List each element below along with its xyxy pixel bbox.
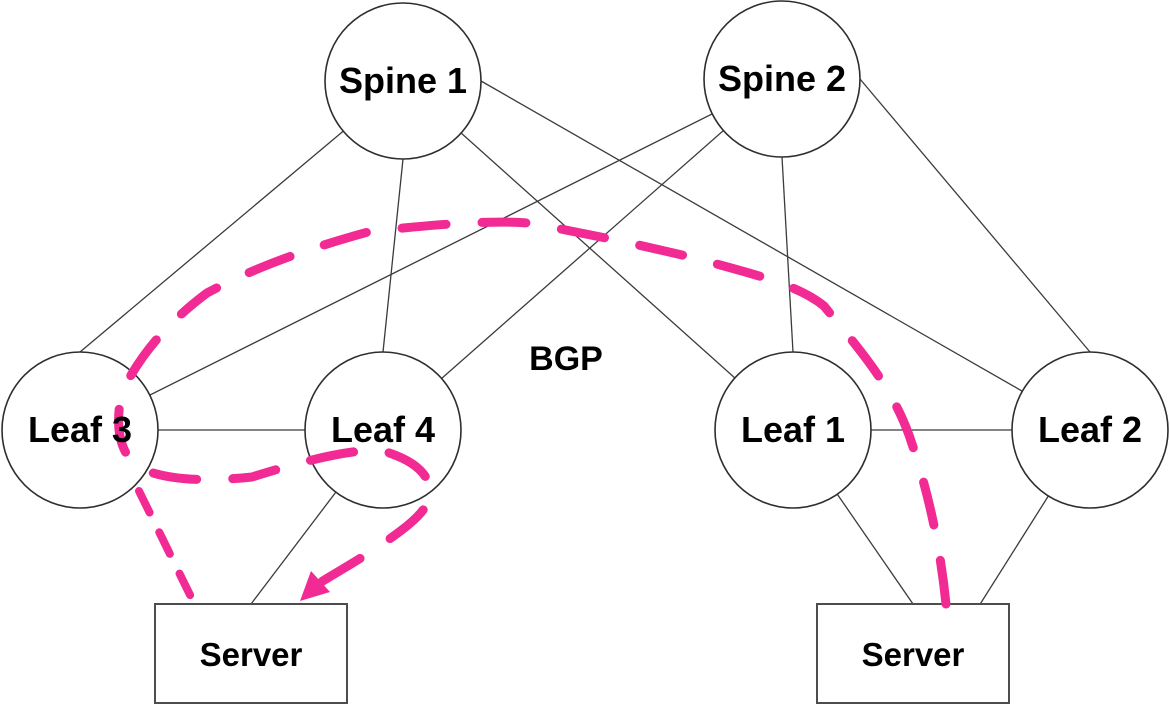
leaf-4-label: Leaf 4 bbox=[331, 409, 435, 450]
node-spine-1 bbox=[324, 2, 482, 160]
node-leaf-3 bbox=[1, 351, 159, 509]
leaf-1-label: Leaf 1 bbox=[741, 409, 845, 450]
link-spine2-leaf4 bbox=[382, 78, 783, 431]
link-spine2-leaf1 bbox=[781, 156, 794, 353]
node-server-left bbox=[154, 603, 348, 704]
leaf-3-label: Leaf 3 bbox=[28, 409, 132, 450]
traffic-path-branch-leaf3-server bbox=[135, 487, 197, 605]
server-right-label: Server bbox=[862, 636, 965, 673]
node-leaf-2 bbox=[1011, 351, 1169, 509]
bgp-protocol-label: BGP bbox=[529, 340, 603, 378]
spine-2-label: Spine 2 bbox=[718, 58, 846, 99]
link-spine2-leaf2 bbox=[859, 78, 1091, 353]
highlight-traffic-path bbox=[114, 217, 951, 609]
server-left-label: Server bbox=[200, 636, 303, 673]
node-server-right bbox=[816, 603, 1010, 704]
traffic-path-main bbox=[114, 217, 951, 609]
node-spine-2 bbox=[703, 0, 861, 158]
leaf-2-label: Leaf 2 bbox=[1038, 409, 1142, 450]
link-spine1-leaf1 bbox=[402, 80, 794, 431]
spine-1-label: Spine 1 bbox=[339, 60, 467, 101]
traffic-path-arrowhead-icon bbox=[300, 571, 330, 601]
link-spine2-leaf3 bbox=[79, 78, 783, 431]
node-leaf-1 bbox=[714, 351, 872, 509]
link-spine1-leaf4 bbox=[382, 158, 404, 353]
link-spine1-leaf2 bbox=[480, 80, 1091, 431]
